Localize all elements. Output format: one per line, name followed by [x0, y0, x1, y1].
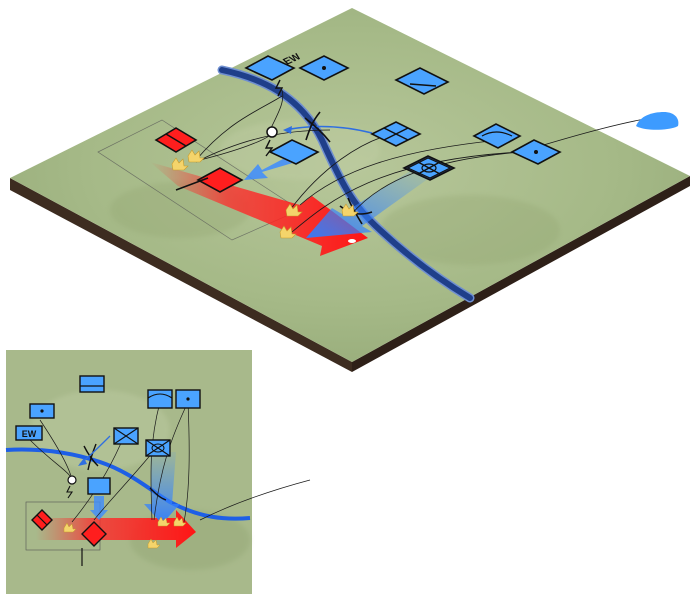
inset-armor-unit [113, 427, 139, 445]
terrain-side-left [10, 178, 352, 372]
inset-hostile-arrow [36, 510, 196, 548]
inset-hostile-unit-2 [81, 521, 107, 566]
inset-map: EW [5, 350, 311, 594]
fire-icon [63, 516, 187, 549]
blue-link-arrow [284, 125, 373, 134]
friendly-unit-hq-right [510, 139, 562, 165]
inset-friendly-arrow [144, 452, 180, 524]
target-marker [348, 239, 356, 243]
main-terrain-block: EW [10, 8, 690, 372]
friendly-unit-top [394, 67, 450, 95]
inset-hostile-unit-1 [31, 509, 53, 531]
inset-friendly-right [147, 389, 173, 409]
inset-link-lines [29, 401, 311, 523]
lightning-icon [274, 79, 284, 97]
friendly-unit-river [268, 139, 320, 165]
inset-mech-unit [145, 439, 171, 457]
fire-icon [171, 149, 359, 239]
inset-crossing-marks [83, 443, 167, 501]
terrain-side-right [352, 176, 690, 372]
armor-unit [370, 121, 422, 147]
inset-ew-label: EW [22, 429, 37, 439]
hostile-unit-2 [175, 167, 244, 193]
inset-friendly-hq [29, 403, 55, 419]
friendly-unit-hq [298, 55, 350, 81]
inset-river [5, 447, 251, 521]
junction-node [266, 126, 278, 138]
inset-friendly-short-arrow [90, 496, 108, 520]
hostile-unit-1 [154, 127, 198, 153]
inset-friendly-hq-right [175, 389, 201, 409]
friendly-drop-marker [636, 112, 679, 130]
lightning-icon [66, 485, 74, 499]
inset-friendly-top [79, 375, 105, 393]
friendly-unit-right [472, 123, 522, 149]
crossing-marks [304, 111, 373, 225]
inset-junction-node [67, 475, 77, 485]
inset-friendly-river [87, 477, 111, 495]
friendly-counterattack-arrow [306, 168, 432, 238]
mech-unit [402, 155, 456, 181]
inset-ew-unit: EW [15, 425, 43, 441]
terrain-surface [10, 8, 690, 362]
